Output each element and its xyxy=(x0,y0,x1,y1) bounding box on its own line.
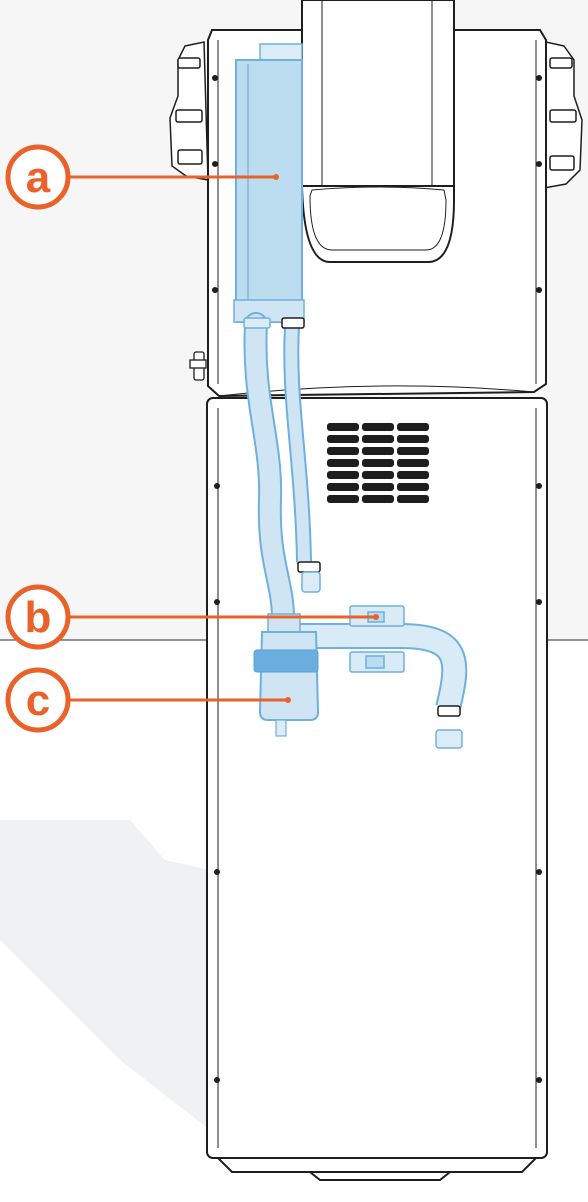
vent-grille xyxy=(327,423,429,503)
callout-lines xyxy=(70,175,376,702)
callout-a-label: a xyxy=(26,153,51,202)
top-duct xyxy=(300,0,455,263)
hoses xyxy=(243,312,468,712)
upper-tank xyxy=(233,43,305,323)
side-valve xyxy=(189,351,207,381)
left-hinge xyxy=(169,41,209,181)
callout-dots xyxy=(273,174,379,703)
hose-fittings xyxy=(243,317,463,749)
callout-b-label: b xyxy=(25,593,52,642)
callout-c-label: c xyxy=(26,676,50,725)
floor-shadow xyxy=(0,820,210,1130)
screws xyxy=(212,75,542,1083)
filter xyxy=(253,613,320,737)
callout-a: a xyxy=(5,144,71,210)
callout-c: c xyxy=(5,667,71,733)
callout-b: b xyxy=(5,584,71,650)
